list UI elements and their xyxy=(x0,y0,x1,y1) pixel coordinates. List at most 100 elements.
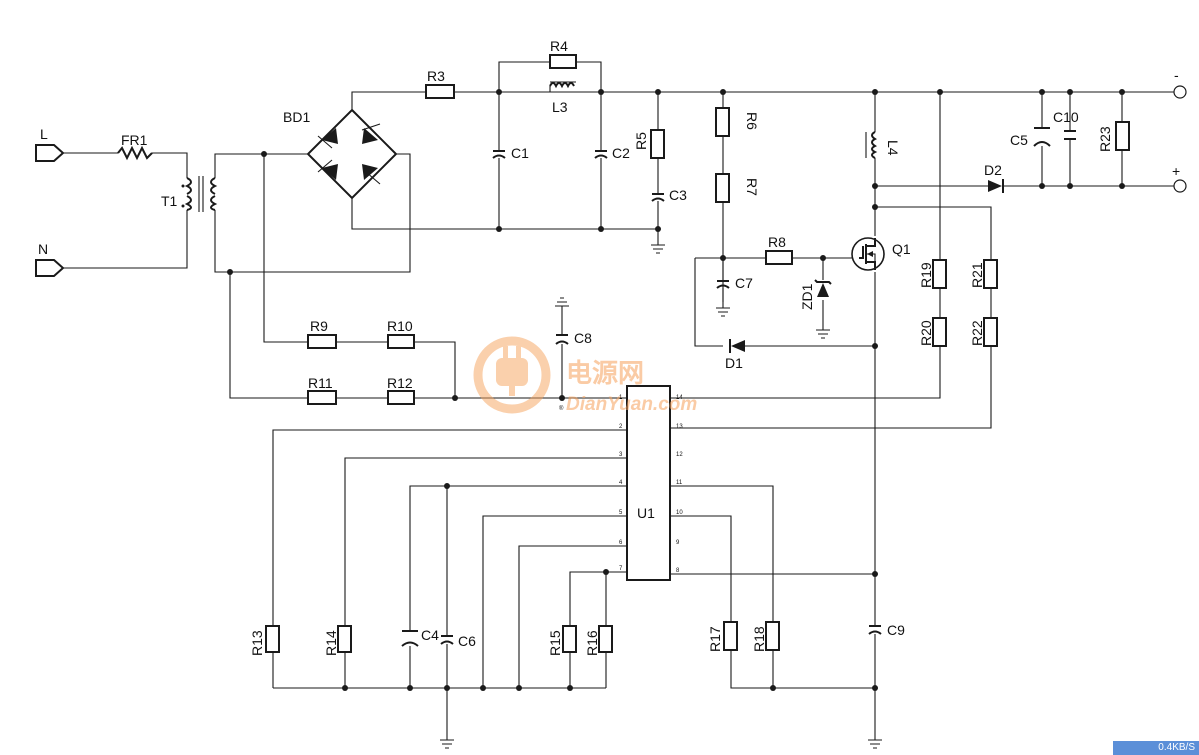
resistor-r23: R23 xyxy=(1097,121,1130,152)
capacitor-c9: C9 xyxy=(868,622,905,638)
pin-5-label: 5 xyxy=(619,510,623,516)
pin-12-label: 12 xyxy=(676,452,683,458)
terminal-l: L xyxy=(35,126,65,162)
label-r5: R5 xyxy=(633,132,649,150)
label-n: N xyxy=(38,241,48,257)
pin-2-label: 2 xyxy=(619,424,623,430)
pin-3-label: 3 xyxy=(619,452,623,458)
pin-11-label: 11 xyxy=(676,480,683,486)
label-c5: C5 xyxy=(1010,132,1028,148)
resistor-r19: R19 xyxy=(918,259,947,289)
label-c10: C10 xyxy=(1053,109,1079,125)
label-l3: L3 xyxy=(552,99,568,115)
resistor-r21: R21 xyxy=(969,259,998,289)
label-d2: D2 xyxy=(984,162,1002,178)
zener-diode-zd1: ZD1 xyxy=(799,279,832,310)
mosfet-q1: Q1 xyxy=(851,237,911,271)
resistor-r13: R13 xyxy=(249,625,280,656)
label-d1: D1 xyxy=(725,355,743,371)
transformer-t1: T1 xyxy=(161,176,218,212)
resistor-r4: R4 xyxy=(549,38,577,69)
label-r6: R6 xyxy=(744,112,760,130)
resistor-r14: R14 xyxy=(323,625,352,656)
label-r20: R20 xyxy=(918,320,934,346)
terminal-n: N xyxy=(35,241,65,277)
pin-9-label: 9 xyxy=(676,540,680,546)
resistor-r10: R10 xyxy=(387,318,415,349)
pin-1-label: 1 xyxy=(619,395,623,401)
diode-d1: D1 xyxy=(725,339,745,371)
label-r23: R23 xyxy=(1097,126,1113,152)
resistor-r20: R20 xyxy=(918,317,947,347)
resistor-r7: R7 xyxy=(715,173,760,203)
label-c9: C9 xyxy=(887,622,905,638)
label-r12: R12 xyxy=(387,375,413,391)
inductor-l4: L4 xyxy=(865,131,901,159)
resistor-r18: R18 xyxy=(751,621,780,652)
pin-6-label: 6 xyxy=(619,540,623,546)
resistor-r9: R9 xyxy=(307,318,337,349)
label-l4: L4 xyxy=(885,140,901,156)
label-r7: R7 xyxy=(744,178,760,196)
resistor-r17: R17 xyxy=(707,621,738,652)
resistor-r12: R12 xyxy=(387,375,415,405)
label-r11: R11 xyxy=(308,375,333,391)
pin-8-label: 8 xyxy=(676,568,680,574)
label-t1: T1 xyxy=(161,193,178,209)
capacitor-c7: C7 xyxy=(716,275,753,291)
label-r9: R9 xyxy=(310,318,328,334)
terminal-out-pos: + xyxy=(1172,163,1187,193)
label-q1: Q1 xyxy=(892,241,911,257)
watermark-en: DianYuan.com xyxy=(566,394,697,415)
label-fr1: FR1 xyxy=(121,132,148,148)
watermark-logo: 电源网 DianYuan.com ® xyxy=(473,336,697,415)
label-r18: R18 xyxy=(751,626,767,652)
pin-4-label: 4 xyxy=(619,480,623,486)
pin-13-label: 13 xyxy=(676,424,683,430)
capacitor-c6: C6 xyxy=(440,633,476,649)
label-zd1: ZD1 xyxy=(799,283,815,310)
resistor-r16: R16 xyxy=(584,625,613,656)
label-bd1: BD1 xyxy=(283,109,310,125)
label-r4: R4 xyxy=(550,38,568,54)
label-c6: C6 xyxy=(458,633,476,649)
label-r19: R19 xyxy=(918,262,934,288)
label-r13: R13 xyxy=(249,630,265,656)
capacitor-c2: C2 xyxy=(594,145,630,161)
label-r17: R17 xyxy=(707,626,723,652)
diode-d2: D2 xyxy=(984,162,1004,193)
resistor-r6: R6 xyxy=(715,107,760,137)
resistor-r11: R11 xyxy=(307,375,337,405)
label-r15: R15 xyxy=(547,630,563,656)
label-r16: R16 xyxy=(584,630,600,656)
watermark-cn: 电源网 xyxy=(566,359,644,389)
capacitor-c3: C3 xyxy=(651,187,687,203)
pin-7-label: 7 xyxy=(619,566,623,572)
inductor-l3: L3 xyxy=(549,81,576,115)
capacitor-c1: C1 xyxy=(492,145,529,161)
resistor-r15: R15 xyxy=(547,625,577,656)
capacitor-c10: C10 xyxy=(1053,109,1079,140)
label-c7: C7 xyxy=(735,275,753,291)
ground-icon xyxy=(440,244,882,749)
pin-14-label: 14 xyxy=(676,395,683,401)
label-c1: C1 xyxy=(511,145,529,161)
network-speed-badge: 0.4KB/S xyxy=(1113,741,1199,755)
watermark-reg: ® xyxy=(559,405,564,412)
terminal-out-neg: - xyxy=(1173,67,1187,99)
label-c3: C3 xyxy=(669,187,687,203)
label-out-pos: + xyxy=(1172,163,1180,179)
label-r22: R22 xyxy=(969,320,985,346)
label-l: L xyxy=(40,126,48,142)
resistor-r5: R5 xyxy=(633,129,665,159)
pin-10-label: 10 xyxy=(676,510,683,516)
resistor-r8: R8 xyxy=(765,234,793,265)
label-r8: R8 xyxy=(768,234,786,250)
fuse-resistor-fr1: FR1 xyxy=(117,132,153,161)
capacitor-c5: C5 xyxy=(1010,127,1051,148)
label-r14: R14 xyxy=(323,630,339,656)
resistor-r22: R22 xyxy=(969,317,998,347)
label-c2: C2 xyxy=(612,145,630,161)
ic-u1: U1 1 2 3 4 5 6 7 14 13 12 11 10 9 8 xyxy=(619,385,683,581)
label-c4: C4 xyxy=(421,627,439,643)
